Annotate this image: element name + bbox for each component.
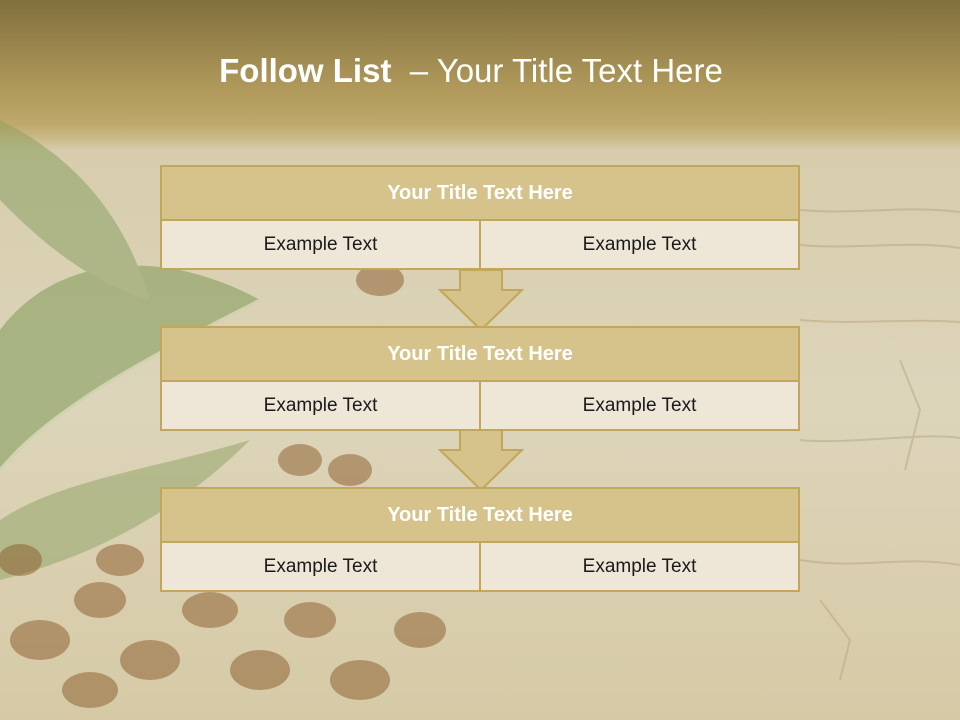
step-row: Example Text Example Text	[160, 543, 800, 592]
page-title-bold: Follow List	[219, 52, 392, 89]
step-cell-left: Example Text	[263, 555, 378, 577]
step-row: Example Text Example Text	[160, 382, 800, 431]
step-box-1: Your Title Text Here Example Text Exampl…	[160, 165, 800, 270]
step-title: Your Title Text Here	[160, 165, 800, 221]
step-row: Example Text Example Text	[160, 221, 800, 270]
step-cell-right: Example Text	[479, 382, 798, 429]
step-cell-left: Example Text	[263, 394, 378, 416]
page-title: Follow List – Your Title Text Here	[0, 52, 942, 90]
step-cell-right: Example Text	[479, 543, 798, 590]
page-title-rest: – Your Title Text Here	[391, 52, 723, 89]
leaf-icon	[0, 120, 261, 580]
step-cell-left: Example Text	[263, 233, 378, 255]
step-box-2: Your Title Text Here Example Text Exampl…	[160, 326, 800, 431]
down-arrow-icon	[438, 430, 524, 492]
coffee-beans-icon	[0, 264, 446, 708]
header-band	[0, 0, 960, 150]
step-cell-right: Example Text	[479, 221, 798, 268]
step-box-3: Your Title Text Here Example Text Exampl…	[160, 487, 800, 592]
step-title: Your Title Text Here	[160, 487, 800, 543]
down-arrow-icon	[438, 270, 524, 332]
step-title: Your Title Text Here	[160, 326, 800, 382]
